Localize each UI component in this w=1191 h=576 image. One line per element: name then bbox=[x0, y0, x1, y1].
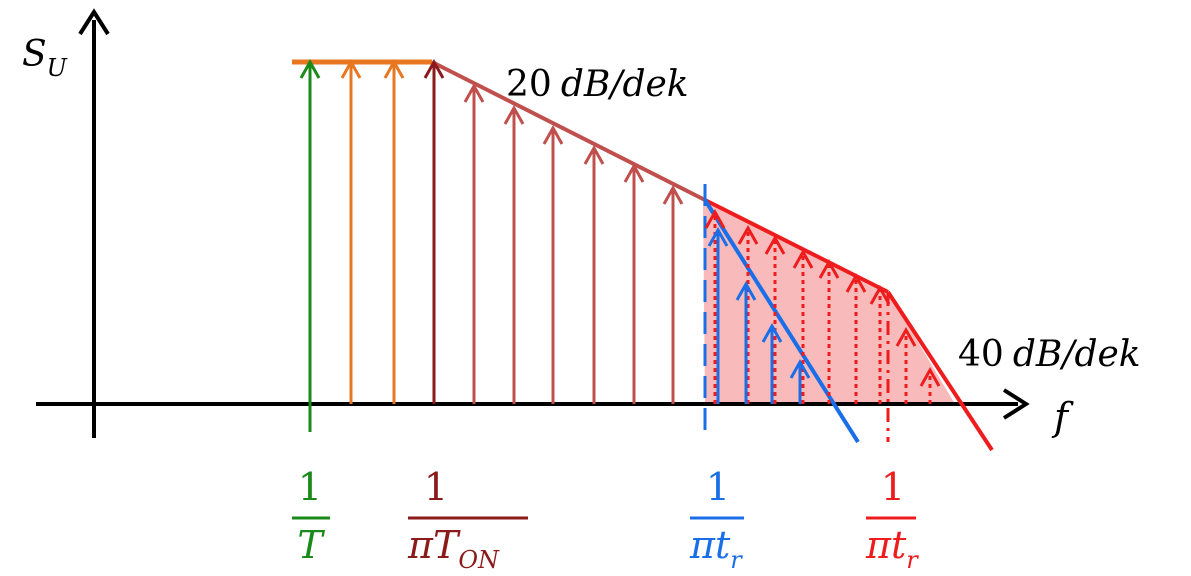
harmonic-arrow bbox=[662, 184, 684, 404]
harmonic-arrow bbox=[895, 326, 917, 404]
denominator-main: T bbox=[433, 523, 461, 567]
harmonic-arrow bbox=[299, 58, 321, 432]
arrowhead-icon bbox=[761, 322, 783, 343]
blue-envelope-segment bbox=[703, 198, 860, 444]
axes bbox=[36, 8, 1030, 438]
harmonic-arrow bbox=[764, 234, 786, 404]
slope-40-annotation: 40 dB/dek bbox=[958, 334, 1141, 375]
harmonic-arrow bbox=[919, 366, 941, 404]
arrowhead-icon bbox=[869, 284, 891, 305]
denominator-prefix: π bbox=[689, 523, 716, 567]
harmonic-arrow bbox=[761, 322, 783, 404]
arrowhead-icon bbox=[503, 104, 525, 125]
harmonic-arrow bbox=[340, 58, 362, 404]
harmonic-arrow bbox=[818, 258, 840, 404]
arrowhead-icon bbox=[707, 226, 729, 247]
harmonic-arrow bbox=[423, 58, 445, 404]
arrowhead-icon bbox=[735, 280, 757, 301]
fraction-1-over-pi-t-r-red: 1 πtr bbox=[865, 465, 919, 574]
fraction-denominator: πtr bbox=[865, 523, 919, 574]
arrowhead-icon bbox=[423, 58, 445, 79]
denominator-main: t bbox=[715, 523, 731, 567]
denominator-sub: r bbox=[906, 546, 919, 574]
slope-20-number: 20 bbox=[506, 64, 552, 105]
y-axis-label: SU bbox=[22, 34, 68, 82]
harmonic-arrow bbox=[383, 58, 405, 404]
fraction-numerator: 1 bbox=[298, 465, 322, 509]
harmonic-arrow bbox=[789, 358, 811, 404]
fraction-1-over-pi-T-on: 1 πTON bbox=[407, 465, 528, 574]
denominator-main: t bbox=[891, 523, 907, 567]
arrowhead-icon bbox=[789, 358, 811, 379]
arrowhead-icon bbox=[463, 82, 485, 103]
fraction-numerator: 1 bbox=[706, 465, 730, 509]
arrowhead-icon bbox=[895, 326, 917, 347]
harmonic-arrow bbox=[583, 144, 605, 404]
arrowhead-icon bbox=[919, 366, 941, 387]
denominator-prefix: π bbox=[407, 523, 434, 567]
arrowhead-icon bbox=[583, 144, 605, 165]
arrowhead-icon bbox=[383, 58, 405, 79]
harmonic-arrow bbox=[503, 104, 525, 404]
fraction-numerator: 1 bbox=[881, 465, 905, 509]
slope-20-envelope-segment bbox=[431, 60, 706, 202]
arrowhead-icon bbox=[623, 162, 645, 183]
harmonic-arrow bbox=[735, 280, 757, 404]
fraction-denominator: πTON bbox=[407, 523, 500, 574]
slope-20-unit: dB/dek bbox=[561, 64, 689, 105]
arrowhead-icon bbox=[764, 234, 786, 255]
slope-40-envelope-segment bbox=[886, 290, 994, 452]
y-axis-label-main: S bbox=[22, 34, 47, 75]
arrowhead-icon bbox=[792, 248, 814, 269]
harmonic-arrow bbox=[623, 162, 645, 404]
arrowhead-icon bbox=[818, 258, 840, 279]
x-axis-label: f bbox=[1051, 395, 1074, 439]
fraction-denominator: πtr bbox=[689, 523, 743, 574]
harmonic-arrow bbox=[737, 224, 759, 404]
harmonic-arrow bbox=[792, 248, 814, 404]
fraction-1-over-T: 1 T bbox=[292, 465, 330, 567]
arrowhead-icon bbox=[542, 124, 564, 145]
arrowhead-icon bbox=[299, 58, 321, 79]
slope-40-unit: dB/dek bbox=[1013, 334, 1141, 375]
fraction-denominator: T bbox=[297, 523, 325, 567]
harmonic-arrow bbox=[542, 124, 564, 404]
denominator-sub: ON bbox=[458, 546, 500, 574]
y-axis-arrow-icon bbox=[78, 8, 110, 36]
x-axis-arrow-icon bbox=[1002, 388, 1030, 420]
arrowhead-icon bbox=[845, 272, 867, 293]
harmonic-arrow bbox=[707, 226, 729, 404]
fraction-1-over-pi-t-r-blue: 1 πtr bbox=[689, 465, 744, 574]
harmonic-arrow bbox=[463, 82, 485, 404]
slope-40-number: 40 bbox=[958, 334, 1004, 375]
arrowhead-icon bbox=[662, 184, 684, 205]
envelope bbox=[292, 59, 994, 452]
arrowhead-icon bbox=[340, 58, 362, 79]
denominator-sub: r bbox=[730, 546, 743, 574]
harmonic-arrow bbox=[704, 208, 726, 404]
slope-20-annotation: 20 dB/dek bbox=[506, 64, 689, 105]
fraction-numerator: 1 bbox=[424, 465, 448, 509]
arrowhead-icon bbox=[737, 224, 759, 245]
arrowhead-icon bbox=[704, 208, 726, 229]
harmonic-arrow bbox=[869, 284, 891, 404]
red-filled-region bbox=[703, 200, 955, 404]
harmonic-arrows bbox=[299, 58, 941, 432]
y-axis-label-sub: U bbox=[47, 54, 68, 82]
harmonic-arrow bbox=[845, 272, 867, 404]
denominator-prefix: π bbox=[865, 523, 892, 567]
